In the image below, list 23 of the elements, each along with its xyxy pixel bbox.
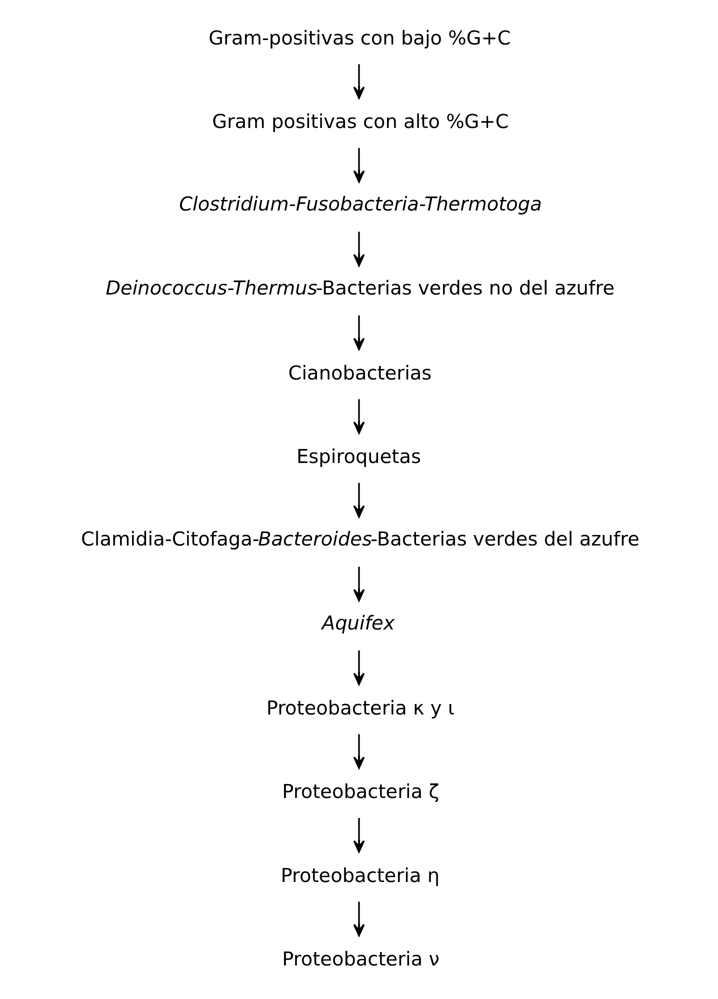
arrow (353, 734, 365, 768)
arrow (353, 398, 365, 434)
node-text: Clamidia-Citofaga-Bacteroides-Bacterias verdes del azufre (80, 527, 640, 550)
node-text: Gram-positivas con bajo %G+C (208, 26, 511, 49)
node-text: Gram positivas con alto %G+C (212, 110, 509, 133)
node-text: Aquifex (322, 610, 395, 634)
node-text: Espiroquetas (296, 444, 421, 468)
arrow (353, 64, 365, 98)
node-text: Deinococcus-Thermus-Bacterias verdes no del azufre (106, 276, 615, 299)
arrow (353, 231, 365, 266)
node-text: Proteobacteria η (280, 863, 440, 886)
arrow (353, 566, 365, 601)
arrow (353, 901, 365, 936)
node-text: Cianobacterias (288, 360, 432, 384)
arrow (353, 817, 365, 852)
node-text: Proteobacteria κ y ι (266, 696, 454, 719)
arrow (353, 650, 365, 685)
arrow (353, 314, 365, 350)
node-text: Clostridium-Fusobacteria-Thermotoga (179, 192, 542, 216)
node-text: Proteobacteria ν (282, 947, 440, 970)
arrow (353, 147, 365, 182)
node-text: Proteobacteria ζ (282, 780, 440, 803)
arrow (353, 482, 365, 518)
